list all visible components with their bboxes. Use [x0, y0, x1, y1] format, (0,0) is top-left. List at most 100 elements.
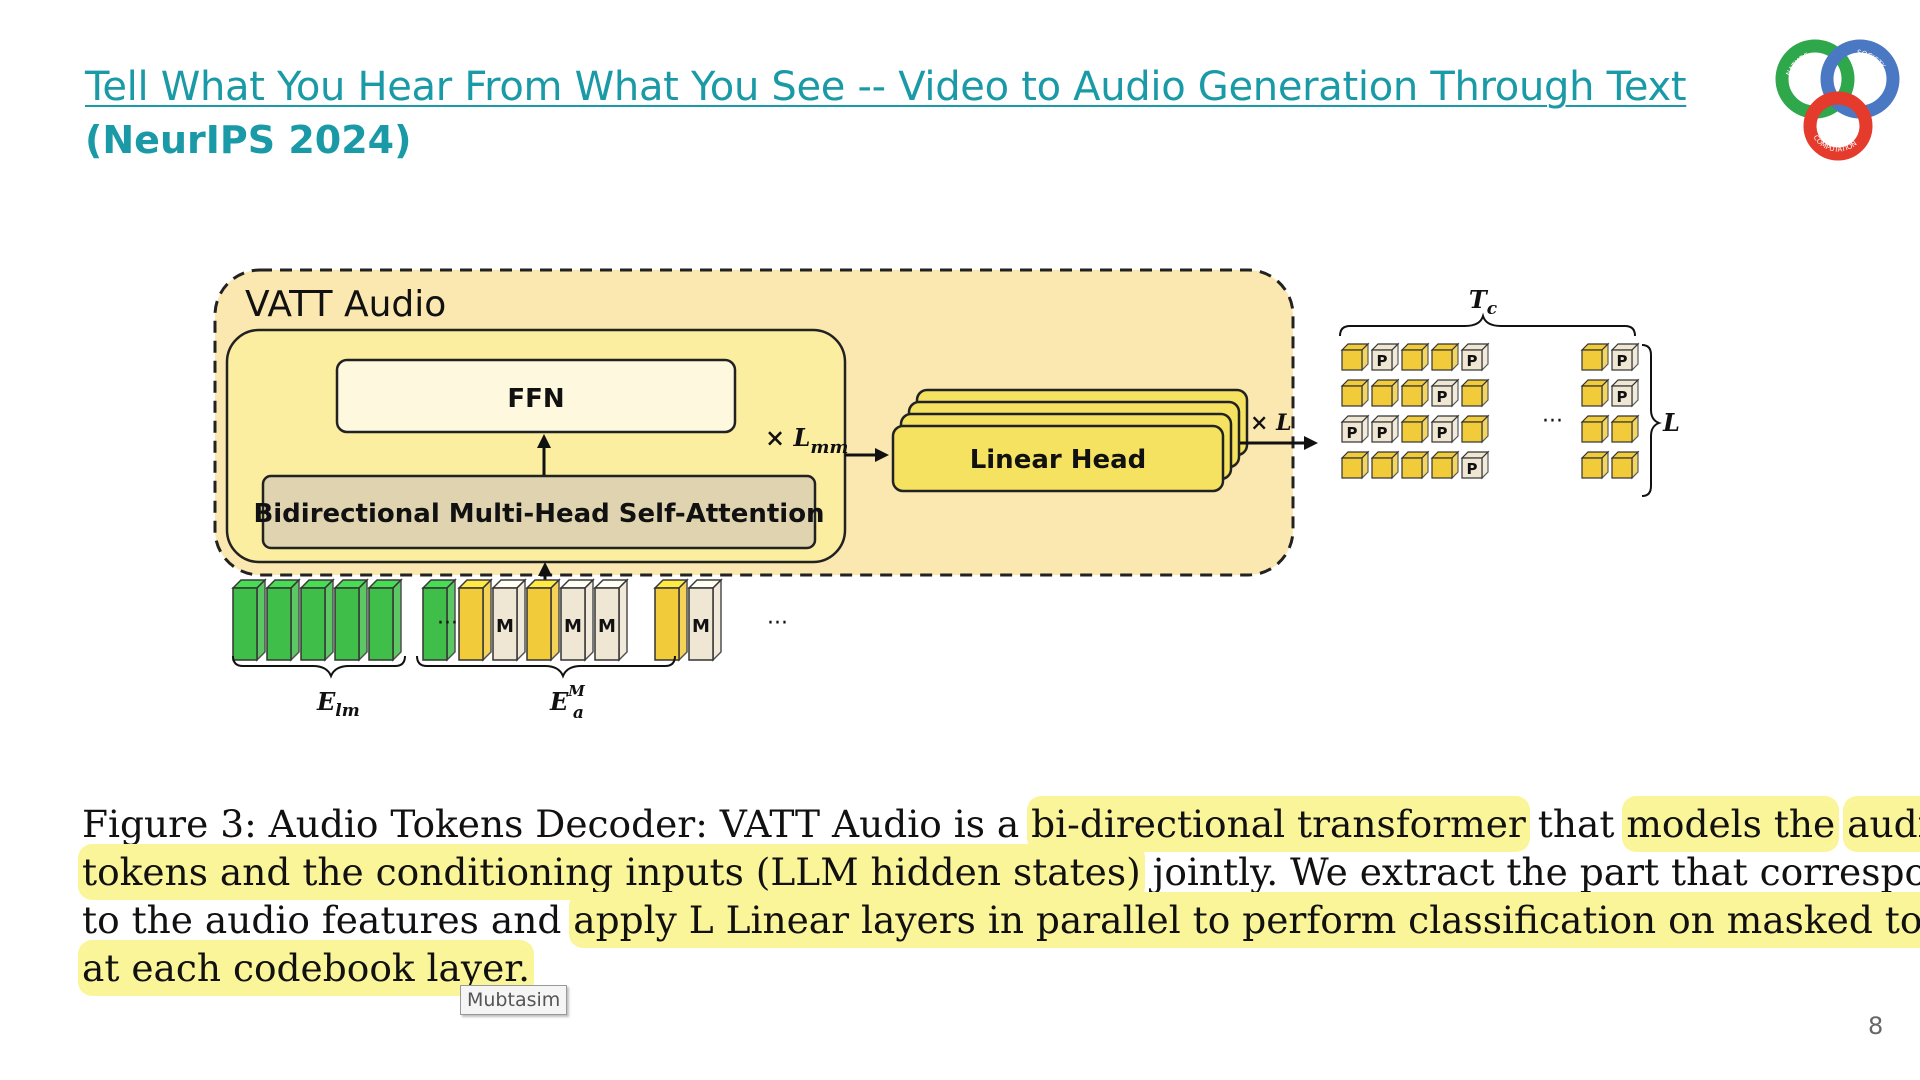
pad-token: P: [1370, 342, 1400, 372]
embedding-token: [367, 578, 403, 662]
pad-token-label: P: [1617, 352, 1628, 370]
mask-token-label: M: [564, 616, 582, 637]
figure-caption: Figure 3: Audio Tokens Decoder: VATT Aud…: [82, 800, 1920, 992]
caption-text: Figure 3: Audio Tokens Decoder: VATT Aud…: [82, 802, 1032, 846]
repeat-sub-mm: mm: [810, 437, 848, 458]
attention-label: Bidirectional Multi-Head Self-Attention: [253, 499, 824, 529]
pad-token-label: P: [1377, 424, 1388, 442]
nature-society-computation-logo: NATURE SOCIETY COMPUTATION: [1775, 39, 1900, 161]
tc-sub: c: [1487, 299, 1498, 319]
mask-token-label: M: [692, 616, 710, 637]
vatt-audio-diagram: VATT Audio FFN Bidirectional Multi-Head …: [213, 268, 1680, 723]
embedding-token: [525, 578, 561, 662]
audio-token: [1340, 450, 1370, 480]
embedding-token: [231, 578, 267, 662]
mask-token-label: M: [598, 616, 616, 637]
pad-token: P: [1370, 414, 1400, 444]
e-a-sup: M: [567, 682, 585, 700]
embedding-token: [653, 578, 689, 662]
audio-token: [1610, 450, 1640, 480]
caption-text: that: [1525, 802, 1627, 846]
mask-token: M: [593, 578, 629, 662]
pad-token-label: P: [1347, 424, 1358, 442]
pad-token: P: [1430, 378, 1460, 408]
mask-token: M: [687, 578, 723, 662]
title-link[interactable]: Tell What You Hear From What You See -- …: [85, 64, 1687, 110]
e-lm-label: E: [316, 687, 336, 716]
audio-token: [1460, 414, 1490, 444]
svg-text:EMa: EMa: [549, 682, 585, 723]
ffn-box: [335, 358, 737, 434]
pad-token: P: [1610, 378, 1640, 408]
mask-token: M: [491, 578, 527, 662]
audio-token: [1580, 450, 1610, 480]
embedding-token: [299, 578, 335, 662]
audio-token: [1340, 342, 1370, 372]
embedding-token: [421, 578, 457, 662]
l-label: L: [1662, 408, 1680, 437]
pad-token-label: P: [1437, 424, 1448, 442]
highlight: audio: [1847, 800, 1920, 848]
caption-text: [1835, 802, 1847, 846]
page-number: 8: [1868, 1012, 1884, 1040]
venue-label: (NeurIPS 2024): [85, 118, 412, 162]
ffn-label: FFN: [507, 384, 564, 414]
svg-text:× Lmm: × Lmm: [765, 423, 848, 458]
audio-token: [1580, 342, 1610, 372]
audio-token: [1580, 378, 1610, 408]
author-tooltip: Mubtasim: [460, 985, 568, 1015]
pad-token: P: [1460, 450, 1490, 480]
highlight: tokens and the conditioning inputs (LLM …: [82, 848, 1141, 896]
highlight: at each codebook layer.: [82, 944, 531, 992]
grid-ellipsis: ···: [1542, 409, 1563, 434]
audio-token: [1400, 378, 1430, 408]
e-lm-sub: lm: [335, 701, 359, 721]
audio-token: [1580, 414, 1610, 444]
svg-text:Elm: Elm: [316, 687, 360, 721]
audio-token: [1400, 342, 1430, 372]
attention-box: [261, 474, 817, 550]
pad-token-label: P: [1467, 460, 1478, 478]
pad-token-label: P: [1467, 352, 1478, 370]
audio-token: [1370, 450, 1400, 480]
audio-token: [1340, 378, 1370, 408]
audio-token: [1610, 414, 1640, 444]
head-repeat-label: × L: [1250, 410, 1292, 436]
e-a-sub: a: [573, 703, 584, 723]
audio-token: [1400, 414, 1430, 444]
mask-token-label: M: [496, 616, 514, 637]
embedding-token: [457, 578, 493, 662]
pad-token: P: [1340, 414, 1370, 444]
caption-text: jointly. We extract the part that corres…: [1140, 850, 1920, 894]
pad-token: P: [1430, 414, 1460, 444]
audio-token: [1460, 378, 1490, 408]
vatt-audio-label: VATT Audio: [245, 284, 446, 325]
linear-head-label: Linear Head: [970, 445, 1147, 475]
pad-token: P: [1610, 342, 1640, 372]
pad-token-label: P: [1377, 352, 1388, 370]
linear-head-box: [891, 424, 1225, 493]
pad-token: P: [1460, 342, 1490, 372]
input-ellipsis-lm: ···: [437, 611, 458, 636]
highlight: models the: [1626, 800, 1836, 848]
svg-text:Tc: Tc: [1469, 285, 1498, 319]
mask-token: M: [559, 578, 595, 662]
e-a-label: E: [549, 687, 569, 716]
audio-token: [1430, 450, 1460, 480]
audio-token: [1400, 450, 1430, 480]
audio-token: [1430, 342, 1460, 372]
caption-text: to the audio features and: [82, 898, 574, 942]
tc-label: T: [1469, 285, 1489, 314]
embedding-token: [333, 578, 369, 662]
highlight: apply L Linear layers in parallel to per…: [573, 896, 1920, 944]
audio-token: [1370, 378, 1400, 408]
input-ellipsis-a: ···: [767, 611, 788, 636]
highlight: bi-directional transformer: [1031, 800, 1526, 848]
embedding-token: [265, 578, 301, 662]
pad-token-label: P: [1617, 388, 1628, 406]
repeat-label-lmm: × L: [765, 423, 810, 452]
pad-token-label: P: [1437, 388, 1448, 406]
